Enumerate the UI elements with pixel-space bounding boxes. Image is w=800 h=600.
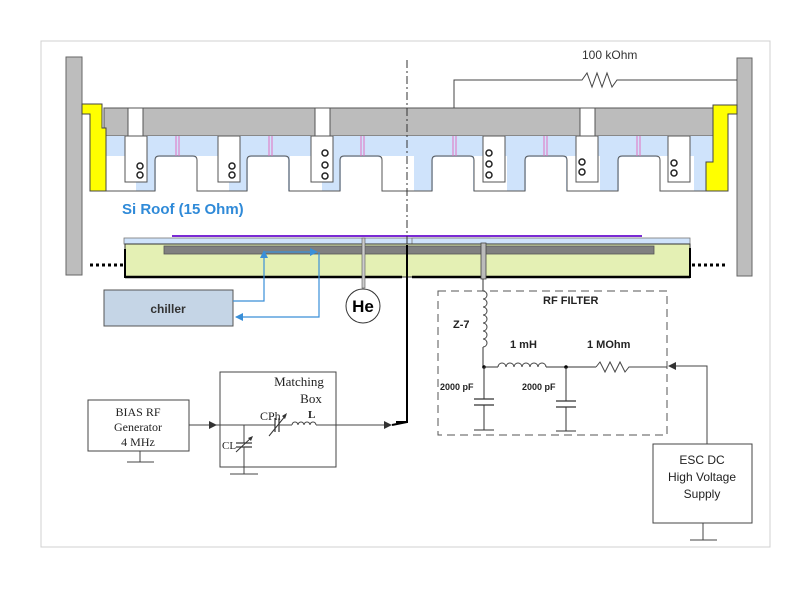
si-roof-label: Si Roof (15 Ohm) bbox=[122, 201, 244, 218]
match-to-feed-line bbox=[391, 421, 408, 426]
esc-label-line3: Supply bbox=[684, 487, 721, 501]
he-label: He bbox=[352, 297, 374, 316]
arrow-icon bbox=[282, 413, 287, 419]
gas-hole bbox=[136, 171, 144, 179]
gas-hole bbox=[578, 158, 586, 166]
gas-hole bbox=[485, 171, 493, 179]
bias-gen-label-line1: BIAS RF bbox=[115, 405, 160, 419]
resistor-100kohm-label: 100 kOhm bbox=[582, 48, 637, 62]
he-supply bbox=[345, 288, 381, 324]
inductor-l bbox=[291, 421, 317, 426]
chiller-supply-line bbox=[233, 253, 265, 302]
gas-hole bbox=[321, 149, 329, 157]
cl-variable-arrow bbox=[235, 436, 253, 453]
plate-slot bbox=[127, 107, 144, 137]
gas-hole bbox=[321, 161, 329, 169]
inductor-1mh-label: 1 mH bbox=[510, 339, 537, 351]
gas-hole bbox=[485, 149, 493, 157]
arrow-right-icon bbox=[310, 248, 318, 256]
z7-label: Z-7 bbox=[453, 319, 470, 331]
chiller-label: chiller bbox=[150, 302, 186, 316]
arrow-up-icon bbox=[260, 250, 268, 258]
matching-label-line2: Box bbox=[300, 391, 322, 406]
roof-cavity bbox=[248, 157, 288, 192]
esc-dc-supply-box bbox=[652, 443, 753, 524]
rf-filter-label: RF FILTER bbox=[543, 295, 598, 307]
he-pipe bbox=[361, 237, 366, 289]
l-label: L bbox=[308, 409, 315, 421]
arrow-left-icon bbox=[235, 313, 243, 321]
matching-label-line1: Matching bbox=[274, 374, 324, 389]
roof-cavity bbox=[433, 157, 473, 192]
arrow-left-icon bbox=[668, 362, 676, 370]
chiller-box bbox=[103, 289, 234, 327]
left-chamber-wall bbox=[65, 56, 83, 276]
right-chamber-wall bbox=[736, 57, 753, 277]
esc-label-line2: High Voltage bbox=[668, 470, 736, 484]
pocket bbox=[310, 135, 334, 183]
bias-rf-generator-box bbox=[87, 399, 190, 452]
cph-variable-arrow bbox=[268, 414, 287, 437]
roof-cavities bbox=[156, 157, 659, 192]
cap1-label: 2000 pF bbox=[440, 382, 474, 392]
left-yellow-insulator bbox=[81, 103, 107, 192]
dc-feed-pin bbox=[480, 242, 487, 280]
gas-hole bbox=[670, 159, 678, 167]
gas-hole bbox=[485, 160, 493, 168]
plate-slot bbox=[579, 107, 596, 137]
resistor-1mohm-label: 1 MOhm bbox=[587, 339, 631, 351]
rf-filter-box bbox=[437, 290, 668, 436]
matching-box bbox=[219, 371, 337, 468]
chiller-return-line bbox=[236, 252, 320, 318]
arrow-right-icon bbox=[384, 421, 392, 429]
arrow-icon bbox=[248, 436, 253, 441]
gas-hole bbox=[670, 169, 678, 177]
resistor-1mohm bbox=[595, 360, 667, 374]
z7-inductor bbox=[482, 290, 488, 348]
pocket bbox=[124, 135, 148, 183]
chuck-electrode bbox=[163, 245, 655, 255]
bias-gen-label-line3: 4 MHz bbox=[121, 435, 155, 449]
pocket bbox=[575, 135, 599, 183]
gas-hole bbox=[578, 168, 586, 176]
gas-hole-pockets bbox=[124, 135, 691, 183]
cap2-label: 2000 pF bbox=[522, 382, 556, 392]
roof-cavity bbox=[341, 157, 381, 192]
resistor-100kohm bbox=[453, 71, 737, 108]
roof-cavity bbox=[619, 157, 659, 192]
pocket bbox=[482, 135, 506, 183]
gas-hole bbox=[321, 172, 329, 180]
pink-pins bbox=[175, 136, 641, 156]
plate-slot bbox=[314, 107, 331, 137]
pocket bbox=[217, 135, 241, 183]
arrow-right-icon bbox=[209, 421, 217, 429]
cl-label: CL bbox=[222, 440, 236, 452]
roof-cavity bbox=[526, 157, 566, 192]
chuck-top-layer-right bbox=[411, 237, 691, 245]
esc-dc-feed-line bbox=[669, 365, 708, 444]
gas-holes bbox=[136, 149, 678, 180]
roof-cavity bbox=[156, 157, 196, 192]
inductor-1mh bbox=[497, 362, 547, 368]
right-yellow-insulator bbox=[705, 104, 738, 192]
top-electrode-plate bbox=[103, 107, 714, 137]
gas-hole bbox=[228, 171, 236, 179]
bias-gen-label-line2: Generator bbox=[114, 420, 162, 434]
esc-label-line1: ESC DC bbox=[679, 453, 725, 467]
cph-label: CPh bbox=[260, 409, 281, 423]
gas-hole bbox=[136, 162, 144, 170]
gas-hole bbox=[228, 162, 236, 170]
